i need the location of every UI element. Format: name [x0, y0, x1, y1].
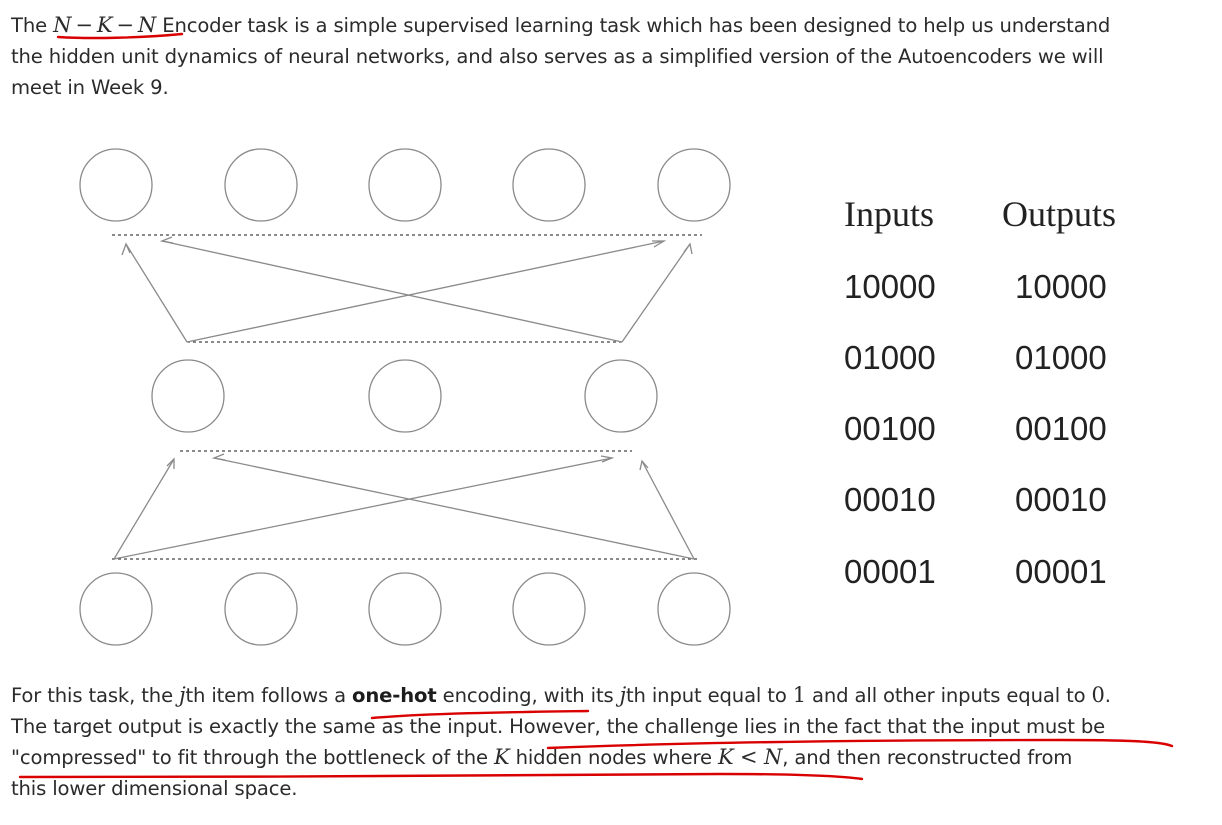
connection-arrow	[641, 460, 695, 560]
intro-line-3: meet in Week 9.	[11, 76, 169, 99]
text-run: "compressed" to fit through the bottlene…	[11, 746, 494, 769]
input-node	[512, 572, 586, 646]
text-run: For this task, the	[11, 684, 180, 707]
intro-paragraph: The N − K − N Encoder task is a simple s…	[11, 10, 1216, 103]
intro-line-2: the hidden unit dynamics of neural netwo…	[11, 45, 1104, 68]
explanation-line-1: For this task, the jth item follows a on…	[11, 680, 1216, 711]
one-math: 1	[792, 683, 806, 707]
table-cell: 10000	[844, 268, 936, 305]
hidden-node	[151, 359, 225, 433]
io-table: Inputs Outputs 10000 10000 01000 01000 0…	[844, 194, 1116, 590]
intro-text: The	[11, 14, 54, 37]
connection-arrow	[621, 243, 691, 343]
input-node	[657, 572, 731, 646]
input-node	[368, 572, 442, 646]
k-less-than-n-math: K < N	[717, 745, 783, 769]
j-math: j	[619, 683, 627, 707]
table-cell: 01000	[844, 339, 936, 376]
output-node	[224, 148, 298, 222]
table-cell: 00010	[844, 481, 936, 518]
zero-math: 0	[1091, 683, 1105, 707]
explanation-paragraph: For this task, the jth item follows a on…	[11, 680, 1216, 804]
output-node	[657, 148, 731, 222]
text-run: th item follows a	[185, 684, 353, 707]
output-node	[79, 148, 153, 222]
hidden-node	[368, 359, 442, 433]
table-cell: 00100	[1015, 410, 1107, 447]
connection-arrow	[213, 457, 695, 560]
output-node	[512, 148, 586, 222]
text-run: , and then reconstructed from	[782, 746, 1073, 769]
connection-arrow	[186, 240, 665, 343]
input-node	[79, 572, 153, 646]
explanation-line-4: this lower dimensional space.	[11, 777, 298, 800]
j-math: j	[179, 683, 186, 707]
k-math: K	[494, 745, 510, 769]
input-node	[224, 572, 298, 646]
text-run: th input equal to	[626, 684, 793, 707]
connection-arrow	[113, 457, 613, 560]
network-diagram	[79, 148, 731, 646]
arrow-heads	[121, 236, 693, 471]
text-run: encoding, with its	[436, 684, 620, 707]
table-cell: 01000	[1015, 339, 1107, 376]
text-run: and all other inputs equal to	[805, 684, 1092, 707]
table-cell: 00100	[844, 410, 936, 447]
explanation-line-3: "compressed" to fit through the bottlene…	[11, 742, 1216, 773]
connection-arrow	[125, 243, 188, 343]
table-cell: 00001	[844, 553, 936, 590]
table-cell: 00001	[1015, 553, 1107, 590]
table-cell: 10000	[1015, 268, 1107, 305]
text-run: .	[1104, 684, 1111, 707]
connection-arrow	[113, 458, 175, 560]
intro-text: Encoder task is a simple supervised lear…	[156, 14, 1111, 37]
connection-arrow	[161, 240, 623, 343]
text-run: hidden nodes where	[509, 746, 718, 769]
one-hot-bold: one-hot	[352, 684, 437, 707]
table-header-inputs: Inputs	[844, 194, 934, 234]
hidden-node	[584, 359, 658, 433]
table-header-outputs: Outputs	[1002, 194, 1116, 234]
output-node	[368, 148, 442, 222]
table-cell: 00010	[1015, 481, 1107, 518]
explanation-line-2: The target output is exactly the same as…	[11, 715, 1106, 738]
